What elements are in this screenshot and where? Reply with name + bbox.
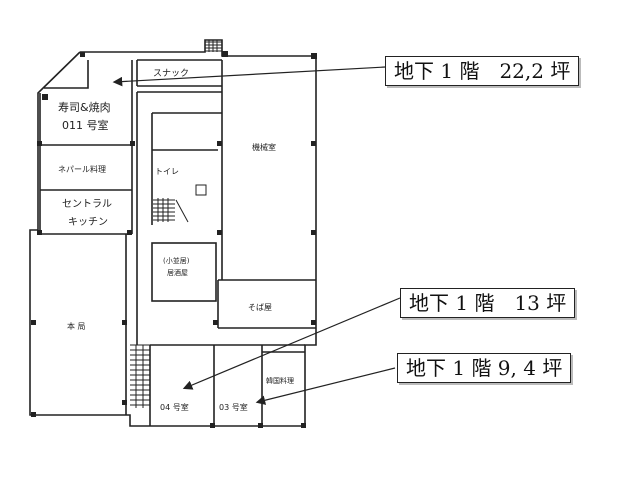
label-room03: 03 号室 — [219, 402, 248, 412]
stairs-top — [205, 40, 222, 52]
callout-22-2-tsubo: 地下 1 階 22,2 坪 — [385, 56, 580, 86]
equipment-box — [195, 184, 207, 196]
leader-line-2 — [182, 297, 401, 390]
callout-9-4-tsubo: 地下 1 階 9, 4 坪 — [397, 353, 572, 383]
inner-wall-left — [44, 60, 89, 89]
stairs-bottom-left — [130, 344, 150, 408]
leader-line-1 — [112, 66, 386, 87]
label-snack: スナック — [153, 68, 189, 79]
label-izakaya-2: 居酒屋 — [167, 269, 188, 277]
label-izakaya-1: (小並居) — [163, 256, 190, 265]
callout-13-tsubo: 地下 1 階 13 坪 — [400, 288, 576, 318]
label-room04: 04 号室 — [160, 402, 189, 412]
stairs-center — [153, 198, 189, 223]
label-machine-room: 機械室 — [252, 142, 276, 152]
label-korean: 韓国料理 — [266, 376, 294, 385]
leader-line-3 — [255, 367, 396, 405]
label-central-2: キッチン — [68, 216, 108, 228]
label-nepal: ネパール料理 — [58, 164, 106, 174]
label-main-office: 本 局 — [67, 321, 86, 331]
label-sushi-2: 011 号室 — [62, 118, 109, 132]
outer-wall — [29, 39, 317, 427]
label-sushi-1: 寿司&焼肉 — [58, 100, 111, 114]
label-central-1: セントラル — [62, 198, 112, 210]
izakaya-box — [151, 242, 217, 302]
label-soba: そば屋 — [248, 303, 272, 312]
columns — [31, 51, 317, 428]
label-toilet: トイレ — [155, 167, 179, 176]
